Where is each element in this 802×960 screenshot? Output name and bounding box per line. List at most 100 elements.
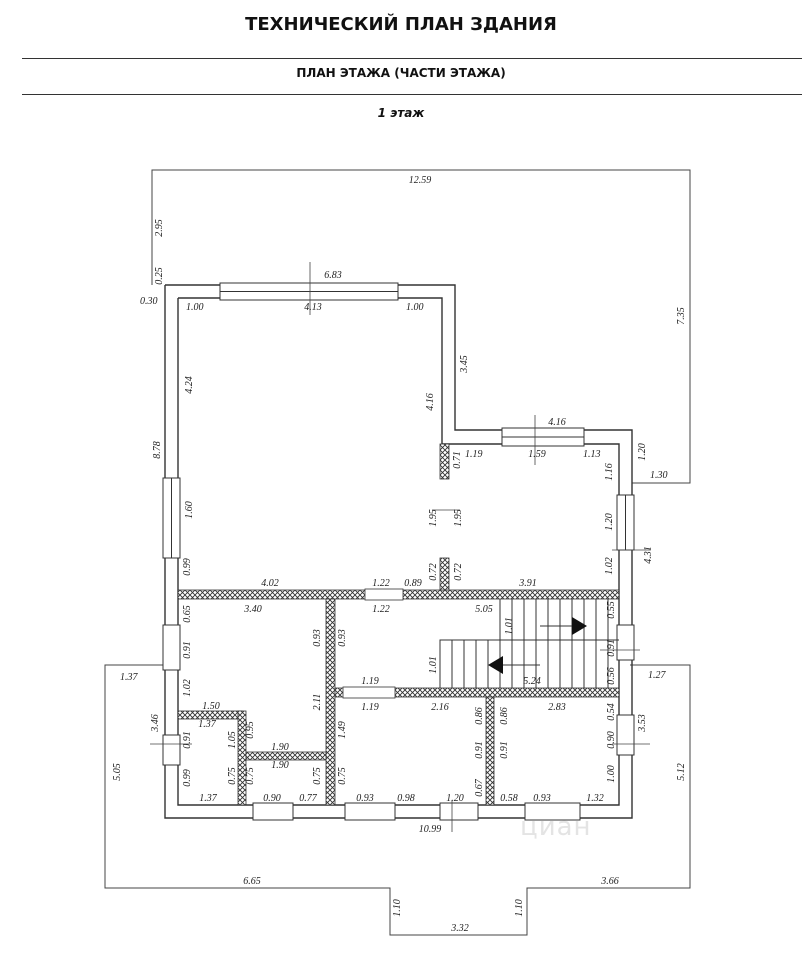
staircase: [439, 599, 619, 688]
site-outline: [104, 169, 691, 936]
dim-label: 0.55: [606, 601, 617, 619]
dim-label: 4.16: [425, 393, 436, 411]
dim-label: 1.00: [186, 302, 204, 313]
dim-label: 0.95: [245, 721, 256, 739]
dim-label: 0.90: [263, 793, 281, 804]
dimension-ticks: [150, 262, 650, 832]
dim-label: 1.01: [504, 617, 515, 635]
dim-label: 5.05: [475, 604, 493, 615]
dim-label: 2.95: [154, 219, 165, 237]
dim-label: 1.37: [199, 793, 218, 804]
dim-label: 0.99: [182, 769, 193, 787]
dim-label: 0.86: [474, 707, 485, 725]
dim-label: 1.20: [604, 513, 615, 531]
dim-label: 1.20: [446, 793, 464, 804]
dim-label: 5.05: [112, 763, 123, 781]
dim-label: 1.37: [198, 719, 217, 730]
dim-label: 6.65: [243, 876, 261, 887]
dim-label: 1.32: [586, 793, 604, 804]
subtitle-rule: [22, 94, 802, 95]
dim-label: 0.75: [245, 767, 256, 785]
dim-label: 3.40: [243, 604, 262, 615]
dim-label: 1.59: [528, 449, 546, 460]
dim-label: 0.93: [337, 629, 348, 647]
dim-label: 0.91: [474, 741, 485, 759]
door-gaps: [342, 588, 404, 699]
dim-label: 3.53: [637, 714, 648, 733]
dim-label: 1.22: [372, 578, 390, 589]
dim-label: 3.46: [150, 714, 161, 733]
dim-label: 1.16: [604, 463, 615, 481]
document-title: ТЕХНИЧЕСКИЙ ПЛАН ЗДАНИЯ: [245, 14, 557, 35]
outer-walls: [164, 284, 633, 819]
dim-label: 0.58: [500, 793, 518, 804]
dim-label: 0.99: [182, 558, 193, 576]
dim-label: 5.24: [523, 676, 541, 687]
dim-label: 10.99: [419, 824, 442, 835]
dim-label: 1.37: [120, 672, 139, 683]
dim-label: 0.75: [312, 767, 323, 785]
openings: [162, 282, 635, 821]
dim-label: 0.98: [397, 793, 415, 804]
dim-label: 0.91: [182, 641, 193, 659]
dim-label: 0.89: [404, 578, 422, 589]
dim-label: 6.83: [324, 270, 342, 281]
dim-label: 1.02: [604, 557, 615, 575]
dim-label: 0.75: [337, 767, 348, 785]
dim-label: 1.01: [428, 656, 439, 674]
dim-label: 0.65: [182, 605, 193, 623]
title-rule: [22, 58, 802, 59]
dim-label: 0.91: [606, 639, 617, 657]
dim-label: 0.71: [452, 451, 463, 469]
dim-label: 0.90: [606, 731, 617, 749]
dim-label: 0.93: [533, 793, 551, 804]
dim-label: 1.00: [606, 765, 617, 783]
dim-label: 0.30: [140, 296, 158, 307]
watermark: циан: [520, 812, 592, 842]
dim-label: 1.02: [182, 679, 193, 697]
dim-label: 1.20: [637, 443, 648, 461]
dim-label: 12.59: [409, 175, 432, 186]
stair-arrow-right: [572, 617, 587, 635]
dim-label: 0.93: [312, 629, 323, 647]
dim-label: 0.86: [499, 707, 510, 725]
dim-label: 1.22: [372, 604, 390, 615]
dim-label: 4.13: [304, 302, 322, 313]
dim-label: 5.12: [676, 763, 687, 781]
floor-label: 1 этаж: [377, 106, 425, 120]
dim-label: 1.19: [361, 676, 379, 687]
dim-label: 2.83: [548, 702, 566, 713]
dim-label: 3.32: [450, 923, 469, 934]
dim-label: 4.24: [184, 376, 195, 394]
dim-label: 1.19: [361, 702, 379, 713]
dim-label: 3.91: [518, 578, 537, 589]
dim-label: 1.95: [428, 509, 439, 527]
dim-label: 4.02: [261, 578, 279, 589]
dim-label: 3.66: [600, 876, 619, 887]
dim-label: 0.67: [474, 778, 485, 797]
dim-label: 1.90: [271, 742, 289, 753]
dim-label: 4.16: [548, 417, 566, 428]
dim-label: 0.56: [606, 667, 617, 685]
dim-label: 0.91: [182, 731, 193, 749]
dimension-labels: 12.59 2.95 0.25 0.30 6.83 1.00 4.13 1.00…: [112, 175, 687, 934]
dim-label: 1.27: [648, 670, 667, 681]
dim-label: 2.16: [431, 702, 449, 713]
dim-label: 1.10: [514, 899, 525, 917]
dim-label: 1.50: [202, 701, 220, 712]
dim-label: 1.95: [453, 509, 464, 527]
dim-label: 0.75: [227, 767, 238, 785]
dim-label: 0.25: [154, 267, 165, 285]
dim-label: 0.91: [499, 741, 510, 759]
dim-label: 7.35: [676, 307, 687, 325]
dim-label: 1.00: [406, 302, 424, 313]
dim-label: 1.60: [184, 501, 195, 519]
dim-label: 4.31: [643, 546, 654, 564]
dim-label: 1.49: [337, 721, 348, 739]
dim-label: 0.77: [299, 793, 318, 804]
stair-arrow-left: [488, 656, 503, 674]
interior-walls: [177, 443, 620, 806]
dim-label: 3.45: [459, 355, 470, 374]
dim-label: 0.54: [606, 703, 617, 721]
